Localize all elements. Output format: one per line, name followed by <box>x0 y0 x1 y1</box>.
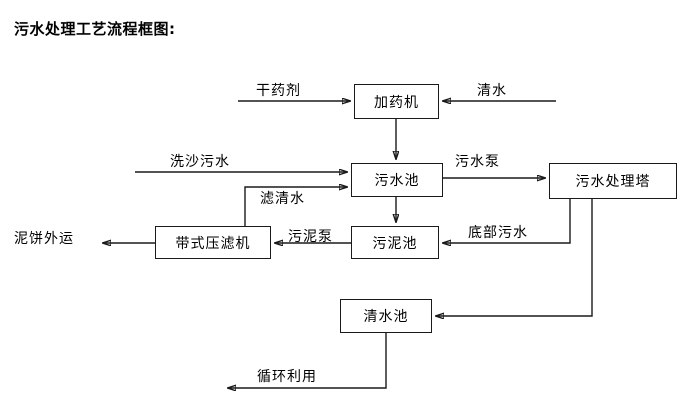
edge-tower-to-clearwater <box>436 199 593 316</box>
node-belt-filter-press-label: 带式压滤机 <box>175 235 251 252</box>
label-sludge-pump: 污泥泵 <box>288 229 333 245</box>
label-sewage-pump: 污水泵 <box>455 154 500 170</box>
label-dry-agent: 干药剂 <box>256 83 301 99</box>
label-mud-cake-transport: 泥饼外运 <box>14 231 74 247</box>
node-sewage-pool[interactable]: 污水池 <box>351 163 443 197</box>
node-dosing-machine[interactable]: 加药机 <box>354 84 439 119</box>
node-sewage-pool-label: 污水池 <box>374 173 420 189</box>
node-clear-water-pool-label: 清水池 <box>363 309 409 325</box>
node-belt-filter-press[interactable]: 带式压滤机 <box>155 226 271 259</box>
node-dosing-machine-label: 加药机 <box>374 94 419 111</box>
label-clean-water: 清水 <box>477 83 507 99</box>
label-sand-washing-sewage: 洗沙污水 <box>170 154 230 170</box>
node-sludge-pool-label: 污泥池 <box>372 235 418 252</box>
label-recycle-use: 循环利用 <box>257 369 317 385</box>
node-clear-water-pool[interactable]: 清水池 <box>340 299 432 333</box>
page-title: 污水处理工艺流程框图: <box>14 20 176 38</box>
label-filtrate-clear-water: 滤清水 <box>260 191 305 207</box>
node-sewage-treatment-tower-label: 污水处理塔 <box>575 174 651 190</box>
node-sludge-pool[interactable]: 污泥池 <box>351 226 439 259</box>
node-sewage-treatment-tower[interactable]: 污水处理塔 <box>549 163 677 199</box>
label-bottom-sewage: 底部污水 <box>468 225 528 241</box>
